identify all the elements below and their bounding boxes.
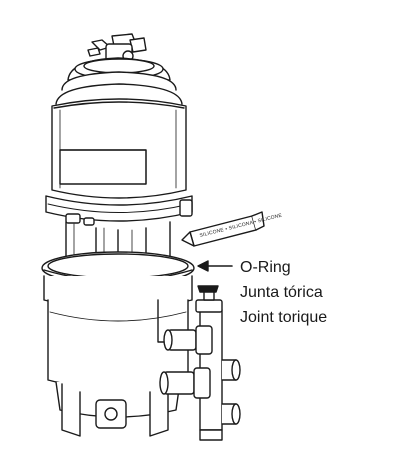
upper-body: [51, 98, 187, 199]
callout-arrow: [197, 260, 233, 272]
callout-line-2: Junta tórica: [240, 284, 323, 301]
tank-base: [61, 383, 169, 437]
callout-line-3: Joint torique: [240, 309, 327, 326]
manifold: [159, 285, 241, 441]
top-dome: [55, 57, 183, 105]
silicone-tube: SILICONE • SILICONA • SILICONE: [181, 211, 283, 247]
callout-text: O-Ring Junta tórica Joint torique: [240, 259, 327, 326]
callout-line-1: O-Ring: [240, 259, 291, 276]
clamp-band: [45, 195, 193, 226]
